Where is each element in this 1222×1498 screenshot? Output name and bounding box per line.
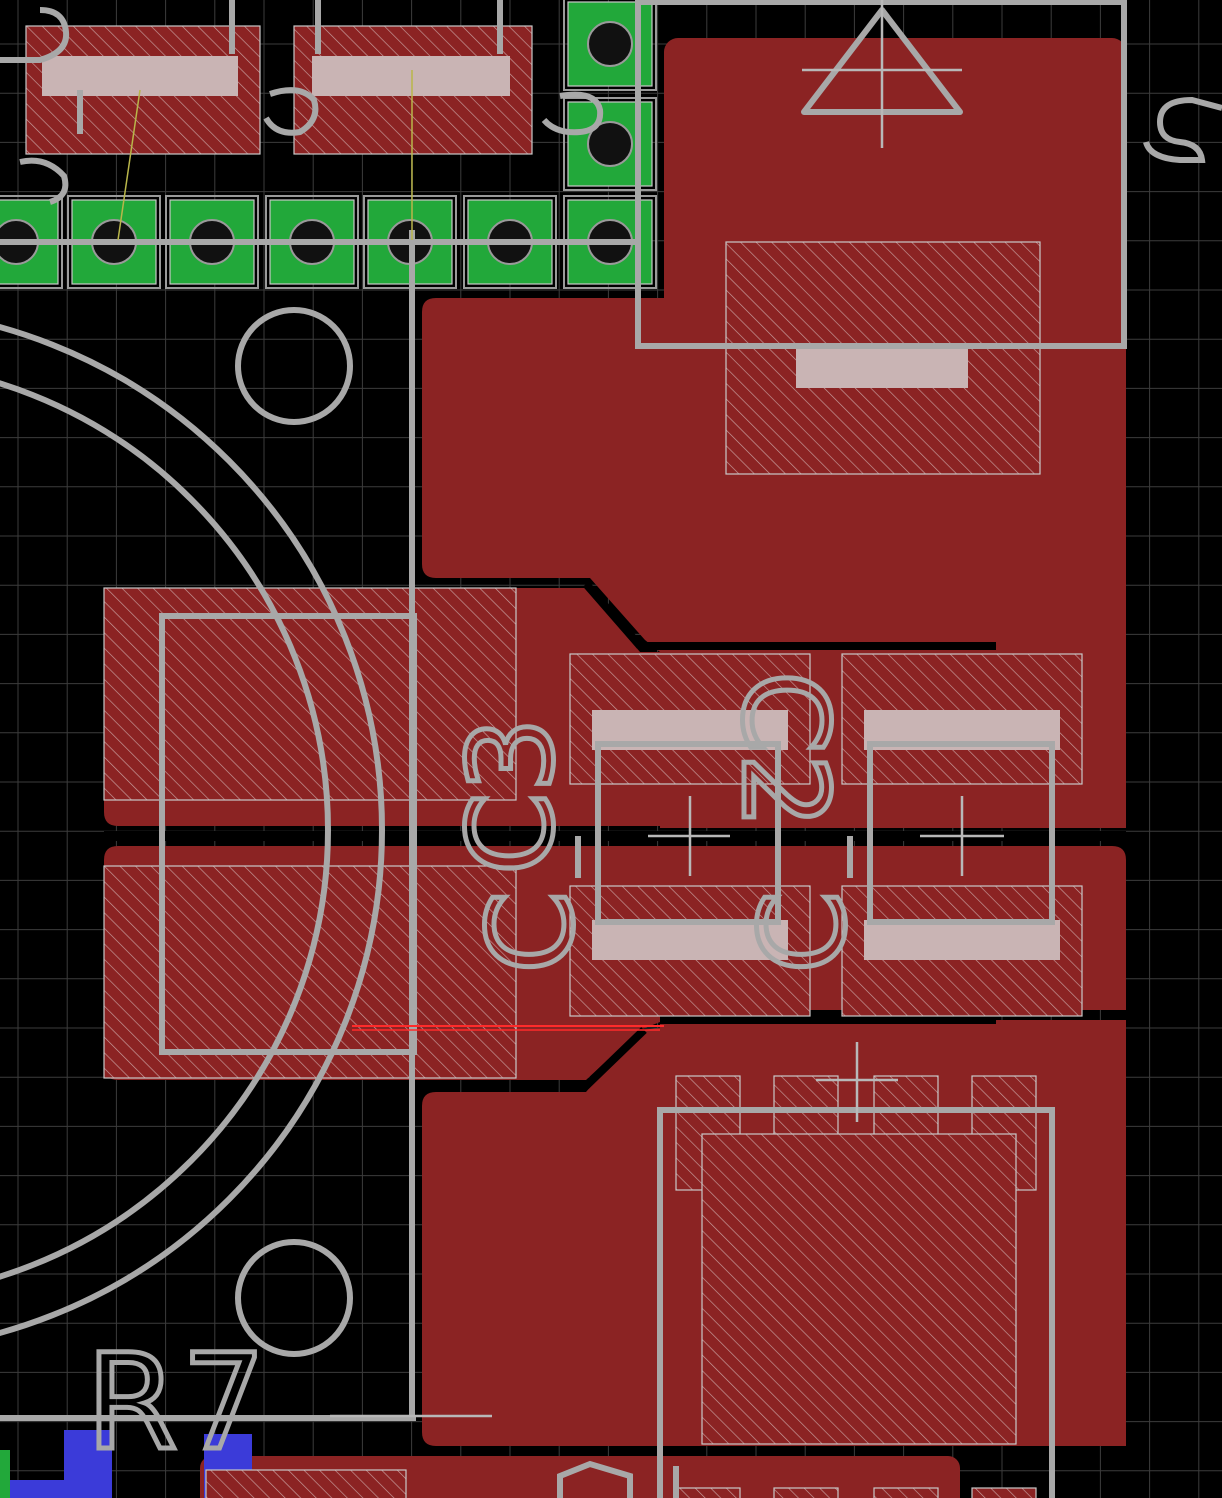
smd-pads[interactable]	[25, 25, 1083, 1445]
smd-pad-ic-thermal[interactable]	[701, 1133, 1017, 1445]
ratsnest	[117, 70, 413, 241]
pin-outline	[563, 97, 657, 191]
pin-hole	[587, 121, 633, 167]
designators: C3 C2 C C R7	[84, 669, 875, 1483]
label-c2: C2	[716, 671, 854, 828]
label-c-lower-left: C	[462, 891, 600, 973]
edge-silk-marks	[19, 87, 1222, 1498]
bottom-copper[interactable]	[0, 1430, 1037, 1498]
highlight-trace[interactable]	[352, 1025, 664, 1031]
label-r7: R7	[86, 1326, 270, 1480]
pin-outline	[563, 0, 657, 91]
pin-hole	[587, 21, 633, 67]
silkscreen	[0, 0, 1127, 1498]
smd-pad-large-lower-left[interactable]	[103, 865, 517, 1079]
smd-pad-large-upper-left[interactable]	[103, 587, 517, 801]
label-c3: C3	[442, 717, 580, 874]
label-c-lower-right: C	[734, 891, 872, 973]
